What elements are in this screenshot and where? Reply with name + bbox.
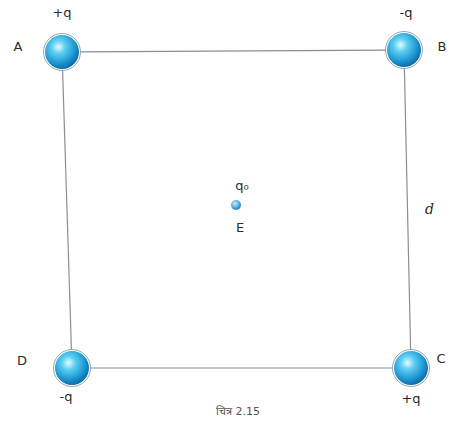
test-charge: q₀E: [231, 200, 241, 210]
point-label: C: [436, 352, 445, 365]
sphere-body: [55, 351, 89, 385]
charge-label: +q: [401, 392, 420, 405]
charge-label: -q: [400, 6, 413, 19]
sphere-body: [45, 35, 79, 69]
point-charge: -qD: [55, 351, 89, 385]
square-side: [80, 50, 386, 52]
point-charge: -qB: [387, 33, 421, 67]
sphere-body: [394, 351, 428, 385]
point-label: B: [438, 40, 447, 53]
point-charge: +qA: [45, 35, 79, 69]
charge-sphere: [387, 33, 421, 67]
side-length: d: [423, 201, 436, 217]
point-label: E: [236, 221, 244, 234]
charge-sphere: [231, 200, 241, 210]
point-label: D: [17, 354, 27, 367]
square-side: [90, 367, 393, 368]
sphere-rim: [44, 34, 81, 71]
charge-sphere: [45, 35, 79, 69]
sphere-body: [231, 200, 241, 210]
sphere-rim: [393, 350, 430, 387]
point-label: A: [14, 40, 23, 53]
charge-label: -q: [60, 390, 73, 403]
sphere-body: [387, 33, 421, 67]
sphere-rim: [54, 350, 91, 387]
charge-label: +q: [52, 6, 71, 19]
square-side: [404, 68, 410, 350]
charge-sphere: [394, 351, 428, 385]
sphere-rim: [386, 32, 423, 69]
point-charge: +qC: [394, 351, 428, 385]
square-side: [63, 70, 72, 350]
figure-caption: चित्र 2.15: [216, 406, 260, 417]
charge-sphere: [55, 351, 89, 385]
charge-label: q₀: [235, 179, 248, 192]
